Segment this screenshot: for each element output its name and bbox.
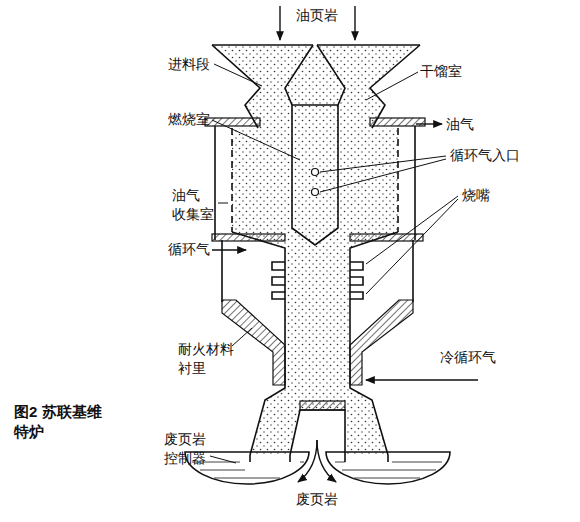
part-label: 进料段 <box>168 55 210 74</box>
part-label: 干馏室 <box>420 62 462 81</box>
part-label: 冷循环气 <box>440 348 496 367</box>
figure-caption: 图2 苏联基维 特炉 <box>14 402 114 443</box>
part-label: 废页岩 控制器 <box>164 430 210 468</box>
part-label: 烧嘴 <box>462 186 490 205</box>
part-label: 油气 <box>446 115 474 134</box>
part-label: 燃烧室 <box>168 110 210 129</box>
part-label: 耐火材料 衬里 <box>178 340 240 378</box>
part-label: 循环气 <box>168 240 210 259</box>
part-label: 废页岩 <box>296 490 338 509</box>
part-label: 油气 收集室 <box>172 186 218 224</box>
part-label: 循环气入口 <box>450 146 520 165</box>
part-label: 油页岩 <box>296 6 338 25</box>
